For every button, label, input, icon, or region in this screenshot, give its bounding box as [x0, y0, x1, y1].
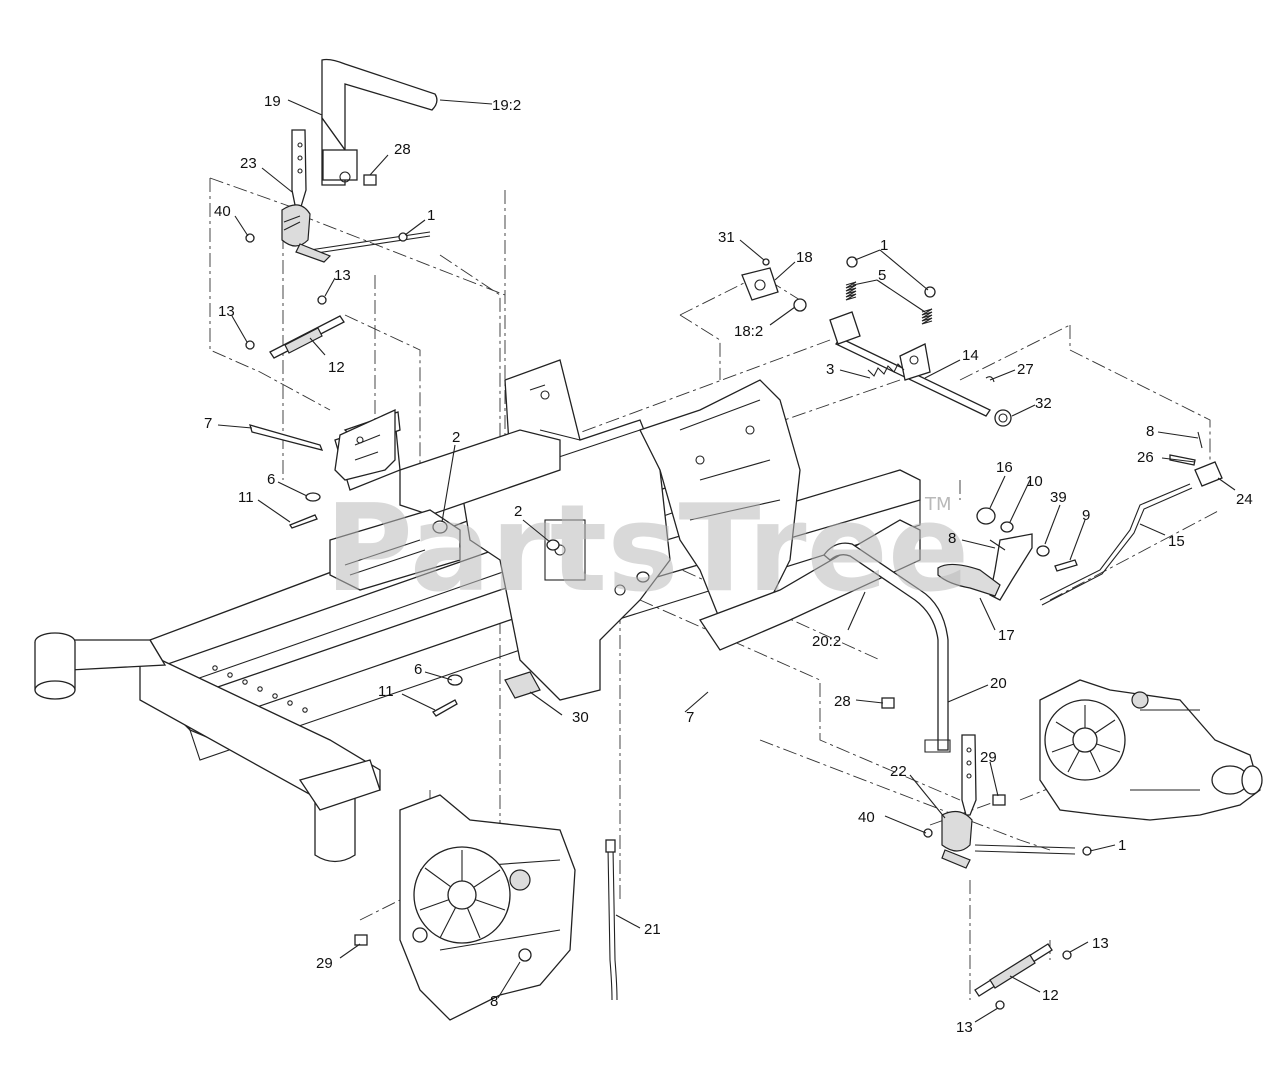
right-fan-blades: [1051, 705, 1121, 773]
rod-21: [605, 839, 618, 1001]
callout-6: 6: [267, 471, 275, 488]
callout-31: 31: [718, 229, 735, 246]
callout-29: 29: [316, 955, 333, 972]
callout-40: 40: [214, 203, 231, 220]
right-transaxle: [1039, 679, 1263, 821]
callout-8: 8: [490, 993, 498, 1010]
callout-40: 40: [858, 809, 875, 826]
left-fan-blades: [419, 850, 506, 939]
callout-12: 12: [328, 359, 345, 376]
callout-26: 26: [1137, 449, 1154, 466]
callout-27: 27: [1017, 361, 1034, 378]
callout-20-2: 20:2: [812, 633, 841, 650]
callout-18: 18: [796, 249, 813, 266]
lower-left-parts: [432, 671, 541, 717]
callout-30: 30: [572, 709, 589, 726]
callout-20: 20: [990, 675, 1007, 692]
left-bracket: [249, 408, 650, 583]
left-damper-12: [245, 295, 345, 359]
callout-13: 13: [334, 267, 351, 284]
callout-18-2: 18:2: [734, 323, 763, 340]
callout-16: 16: [996, 459, 1013, 476]
right-brake-linkage: [741, 256, 1012, 427]
frame-holes: [212, 665, 308, 713]
callout-1: 1: [427, 207, 435, 224]
callout-8: 8: [1146, 423, 1154, 440]
callout-2: 2: [514, 503, 522, 520]
callout-19: 19: [264, 93, 281, 110]
callout-21: 21: [644, 921, 661, 938]
left-transaxle: [354, 794, 576, 1021]
callout-13: 13: [218, 303, 235, 320]
callout-17: 17: [998, 627, 1015, 644]
callout-11: 11: [378, 683, 394, 700]
callout-1: 1: [1118, 837, 1126, 854]
left-steering-lever: [321, 58, 438, 186]
watermark-trademark: TM: [924, 494, 952, 515]
callout-39: 39: [1050, 489, 1067, 506]
callout-6: 6: [414, 661, 422, 678]
callout-28: 28: [394, 141, 411, 158]
callout-8: 8: [948, 530, 956, 547]
callout-2: 2: [452, 429, 460, 446]
callout-12: 12: [1042, 987, 1059, 1004]
callout-3: 3: [826, 361, 834, 378]
callout-13: 13: [1092, 935, 1109, 952]
callout-10: 10: [1026, 473, 1043, 490]
leader-lines: [217, 99, 1236, 1023]
callout-5: 5: [878, 267, 886, 284]
callout-7: 7: [204, 415, 212, 432]
main-frame: [34, 359, 921, 863]
callout-24: 24: [1236, 491, 1253, 508]
callout-1: 1: [880, 237, 888, 254]
callout-11: 11: [238, 489, 254, 506]
callout-13: 13: [956, 1019, 973, 1036]
right-park-brake: [937, 431, 1223, 606]
callout-15: 15: [1168, 533, 1185, 550]
callout-labels: 19 19:2 28 23 40 1 13 13 12 7 2 6 11 2 3…: [204, 93, 1253, 1036]
right-steering-lever: [823, 542, 951, 753]
callout-23: 23: [240, 155, 257, 172]
callout-9: 9: [1082, 507, 1090, 524]
callout-19-2: 19:2: [492, 97, 521, 114]
callout-22: 22: [890, 763, 907, 780]
watermark-text: PartsTree: [325, 480, 969, 619]
right-control-arm: [881, 697, 1092, 869]
right-damper-12: [974, 943, 1072, 1010]
callout-32: 32: [1035, 395, 1052, 412]
left-control-arm: [245, 129, 431, 263]
callout-7: 7: [686, 709, 694, 726]
callout-28: 28: [834, 693, 851, 710]
callout-29: 29: [980, 749, 997, 766]
callout-14: 14: [962, 347, 979, 364]
